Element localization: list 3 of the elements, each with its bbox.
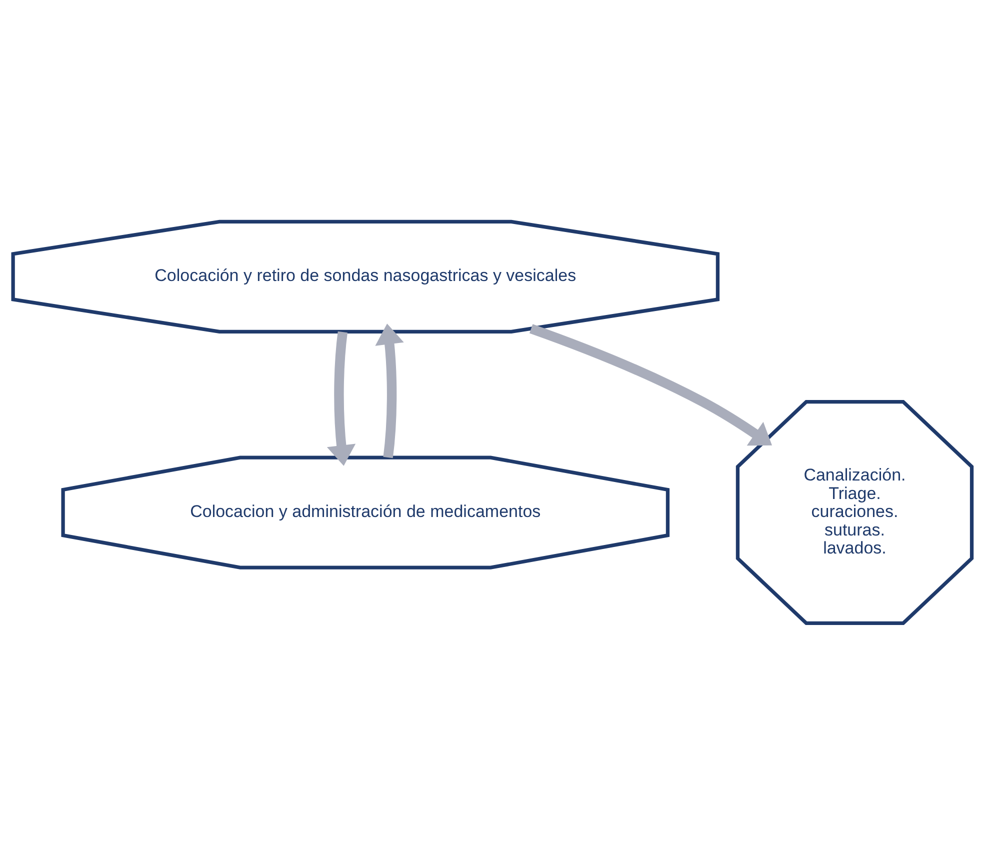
arrow (326, 330, 356, 466)
arrow (375, 323, 404, 458)
arrow (529, 324, 772, 446)
